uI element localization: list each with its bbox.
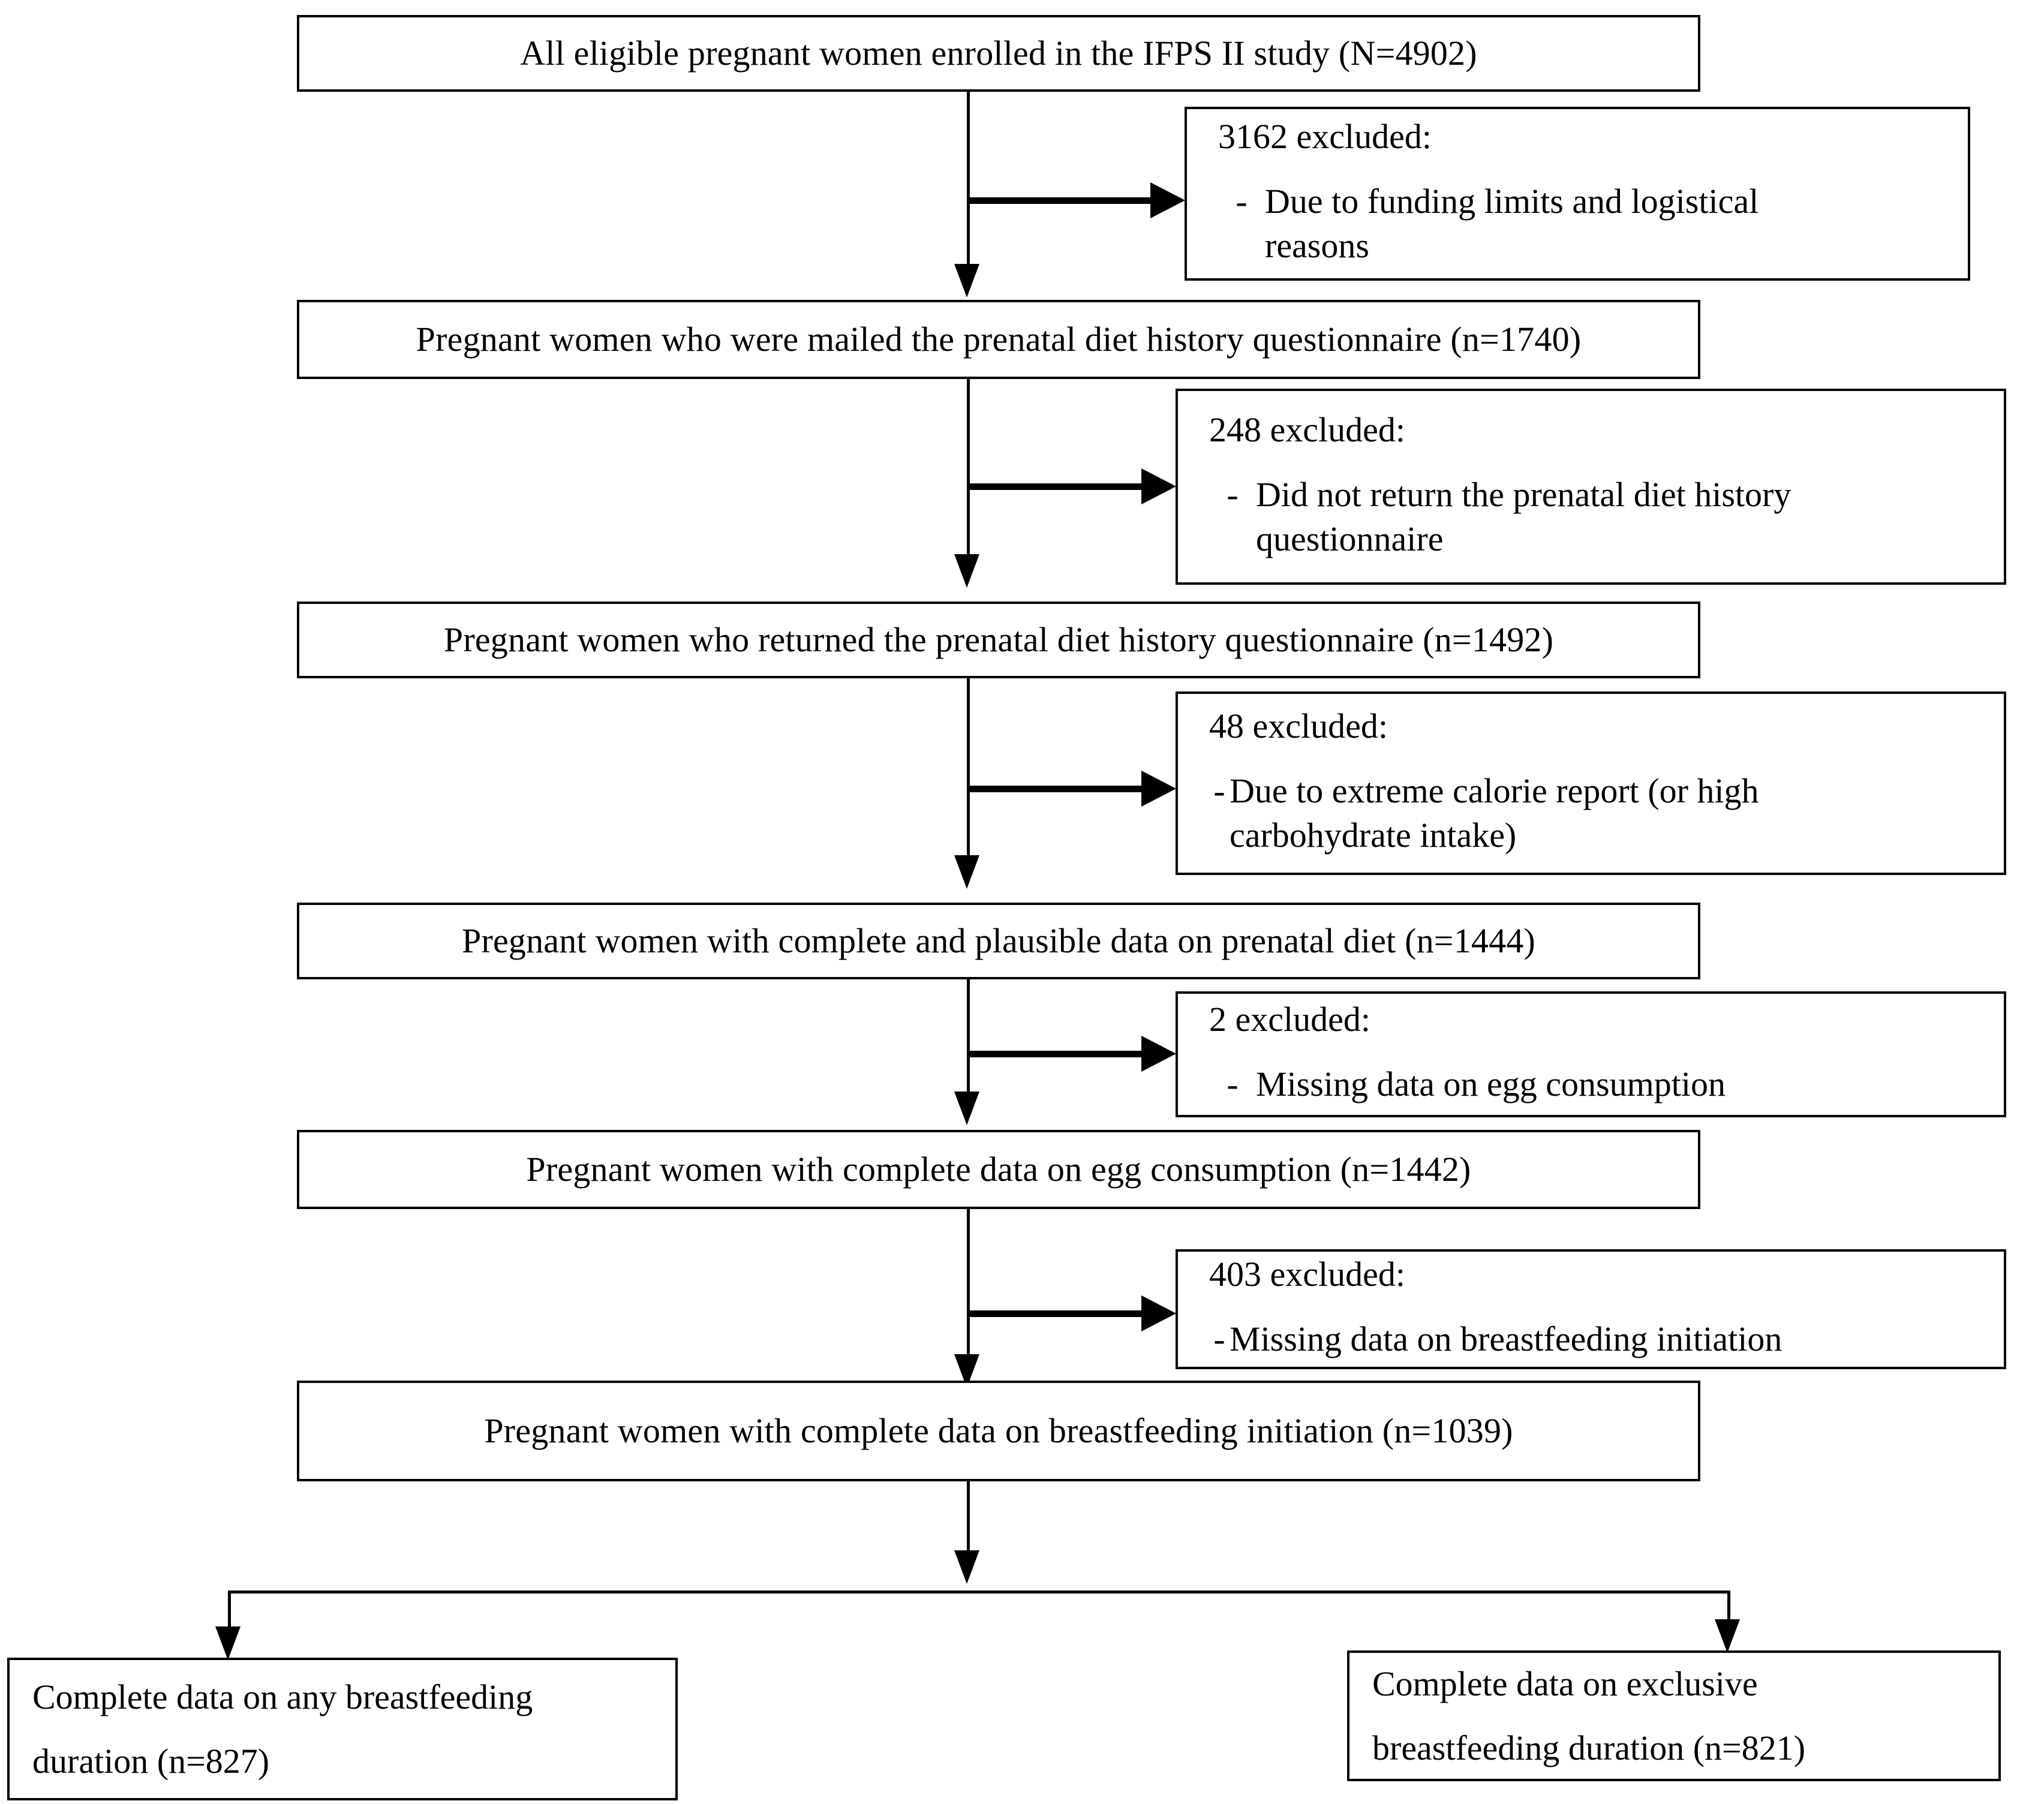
arrowhead-to-excl-403 (1141, 1295, 1176, 1331)
split-bar (228, 1590, 1730, 1593)
box-exclusive-bf-duration-text: Complete data on exclusive breastfeeding… (1349, 1652, 1998, 1781)
box-any-bf-duration: Complete data on any breastfeeding durat… (7, 1658, 678, 1800)
excl-248-item-text: Did not return the prenatal diet history… (1256, 473, 1992, 561)
excl-3162-body: 3162 excluded: - Due to funding limits a… (1187, 117, 1968, 268)
excl-48-item: - Due to extreme calorie report (or high… (1209, 769, 1992, 858)
connector-to-excl-2 (967, 1051, 1144, 1057)
connector-to-excl-3162 (967, 197, 1153, 204)
excl-3162-item: - Due to funding limits and logistical r… (1218, 179, 1956, 268)
box-excl-248: 248 excluded: - Did not return the prena… (1176, 389, 2006, 585)
excl-2-heading: 2 excluded: (1209, 1000, 1370, 1039)
connector-to-excl-403 (967, 1310, 1144, 1317)
bullet-dash-icon: - (1236, 182, 1248, 221)
excl-48-item-text: Due to extreme calorie report (or high c… (1230, 769, 1992, 858)
arrowhead-to-excl-2 (1141, 1036, 1176, 1072)
box-excl-3162: 3162 excluded: - Due to funding limits a… (1185, 107, 1970, 281)
arrowhead-to-excl-3162 (1150, 182, 1185, 218)
excl-248-heading: 248 excluded: (1209, 410, 1405, 449)
excl-2-item-line1: Missing data on egg consumption (1256, 1065, 1726, 1104)
excl-48-heading: 48 excluded: (1209, 706, 1388, 746)
arrowhead-plausible-to-egg (954, 1092, 979, 1125)
connector-plausible-to-egg (967, 979, 970, 1093)
excl-248-item-line1: Did not return the prenatal diet history (1256, 474, 1791, 514)
box-returned-label: Pregnant women who returned the prenatal… (443, 620, 1554, 659)
excl-48-body: 48 excluded: - Due to extreme calorie re… (1178, 708, 2004, 858)
arrowhead-to-excl-248 (1141, 468, 1176, 504)
bullet-dash-icon: - (1227, 1065, 1239, 1104)
connector-mailed-to-returned (967, 379, 970, 556)
arrowhead-bfinit-to-split (954, 1550, 979, 1584)
excl-248-item: - Did not return the prenatal diet histo… (1209, 473, 1992, 561)
excl-403-item-line1: Missing data on breastfeeding initiation (1230, 1319, 1783, 1359)
box-mailed: Pregnant women who were mailed the prena… (297, 300, 1700, 379)
connector-to-excl-248 (967, 483, 1144, 490)
box-egg-consumption-label: Pregnant women with complete data on egg… (526, 1149, 1471, 1189)
arrowhead-to-excl-48 (1141, 771, 1176, 807)
arrowhead-split-to-any-bf (215, 1626, 241, 1660)
box-plausible-label: Pregnant women with complete and plausib… (461, 921, 1536, 960)
box-returned: Pregnant women who returned the prenatal… (297, 602, 1700, 678)
box-any-bf-duration-text: Complete data on any breastfeeding durat… (10, 1665, 675, 1794)
excl-403-body: 403 excluded: - Missing data on breastfe… (1178, 1256, 2004, 1361)
arrowhead-mailed-to-returned (954, 554, 979, 588)
connector-bfinit-to-split (967, 1481, 970, 1553)
excl-2-body: 2 excluded: - Missing data on egg consum… (1178, 1002, 2004, 1107)
excl-403-heading: 403 excluded: (1209, 1255, 1405, 1294)
connector-returned-to-plausible (967, 678, 970, 857)
box-exclusive-bf-duration: Complete data on exclusive breastfeeding… (1347, 1650, 2001, 1781)
excl-3162-item-line1: Due to funding limits and logistical (1265, 182, 1759, 221)
arrowhead-returned-to-plausible (954, 855, 979, 889)
box-plausible: Pregnant women with complete and plausib… (297, 903, 1700, 979)
bullet-dash-icon: - (1213, 771, 1225, 811)
arrowhead-split-to-exclusive-bf (1715, 1619, 1740, 1653)
box-bf-initiation-label: Pregnant women with complete data on bre… (484, 1411, 1513, 1450)
excl-3162-heading: 3162 excluded: (1218, 117, 1432, 157)
excl-248-item-line2: questionnaire (1256, 519, 1444, 558)
connector-split-to-any-bf (228, 1590, 231, 1646)
box-enrolled-label: All eligible pregnant women enrolled in … (520, 33, 1477, 73)
box-exclusive-bf-duration-line1: Complete data on exclusive (1372, 1664, 1758, 1703)
arrowhead-enrolled-to-mailed (954, 264, 979, 297)
box-enrolled: All eligible pregnant women enrolled in … (297, 15, 1700, 92)
box-any-bf-duration-line1: Complete data on any breastfeeding (32, 1677, 533, 1716)
excl-48-item-line2: carbohydrate intake) (1230, 816, 1517, 855)
box-exclusive-bf-duration-line2: breastfeeding duration (n=821) (1372, 1728, 1806, 1767)
box-bf-initiation: Pregnant women with complete data on bre… (297, 1381, 1700, 1481)
box-egg-consumption: Pregnant women with complete data on egg… (297, 1130, 1700, 1209)
connector-split-to-exclusive-bf (1727, 1590, 1730, 1638)
connector-egg-to-bfinit (967, 1209, 970, 1356)
excl-248-body: 248 excluded: - Did not return the prena… (1178, 410, 2004, 561)
excl-3162-item-line2: reasons (1265, 226, 1369, 266)
excl-48-item-line1: Due to extreme calorie report (or high (1230, 771, 1759, 811)
box-excl-48: 48 excluded: - Due to extreme calorie re… (1176, 691, 2006, 875)
excl-2-item: - Missing data on egg consumption (1209, 1062, 1992, 1107)
excl-3162-item-text: Due to funding limits and logistical rea… (1265, 179, 1956, 268)
box-excl-403: 403 excluded: - Missing data on breastfe… (1176, 1249, 2006, 1369)
bullet-dash-icon: - (1227, 474, 1239, 514)
box-any-bf-duration-line2: duration (n=827) (32, 1742, 270, 1781)
bullet-dash-icon: - (1213, 1319, 1225, 1359)
box-excl-2: 2 excluded: - Missing data on egg consum… (1176, 991, 2006, 1117)
excl-403-item: - Missing data on breastfeeding initiati… (1209, 1317, 1992, 1361)
box-mailed-label: Pregnant women who were mailed the prena… (416, 319, 1582, 359)
connector-enrolled-to-mailed (967, 92, 970, 266)
connector-to-excl-48 (967, 786, 1144, 792)
